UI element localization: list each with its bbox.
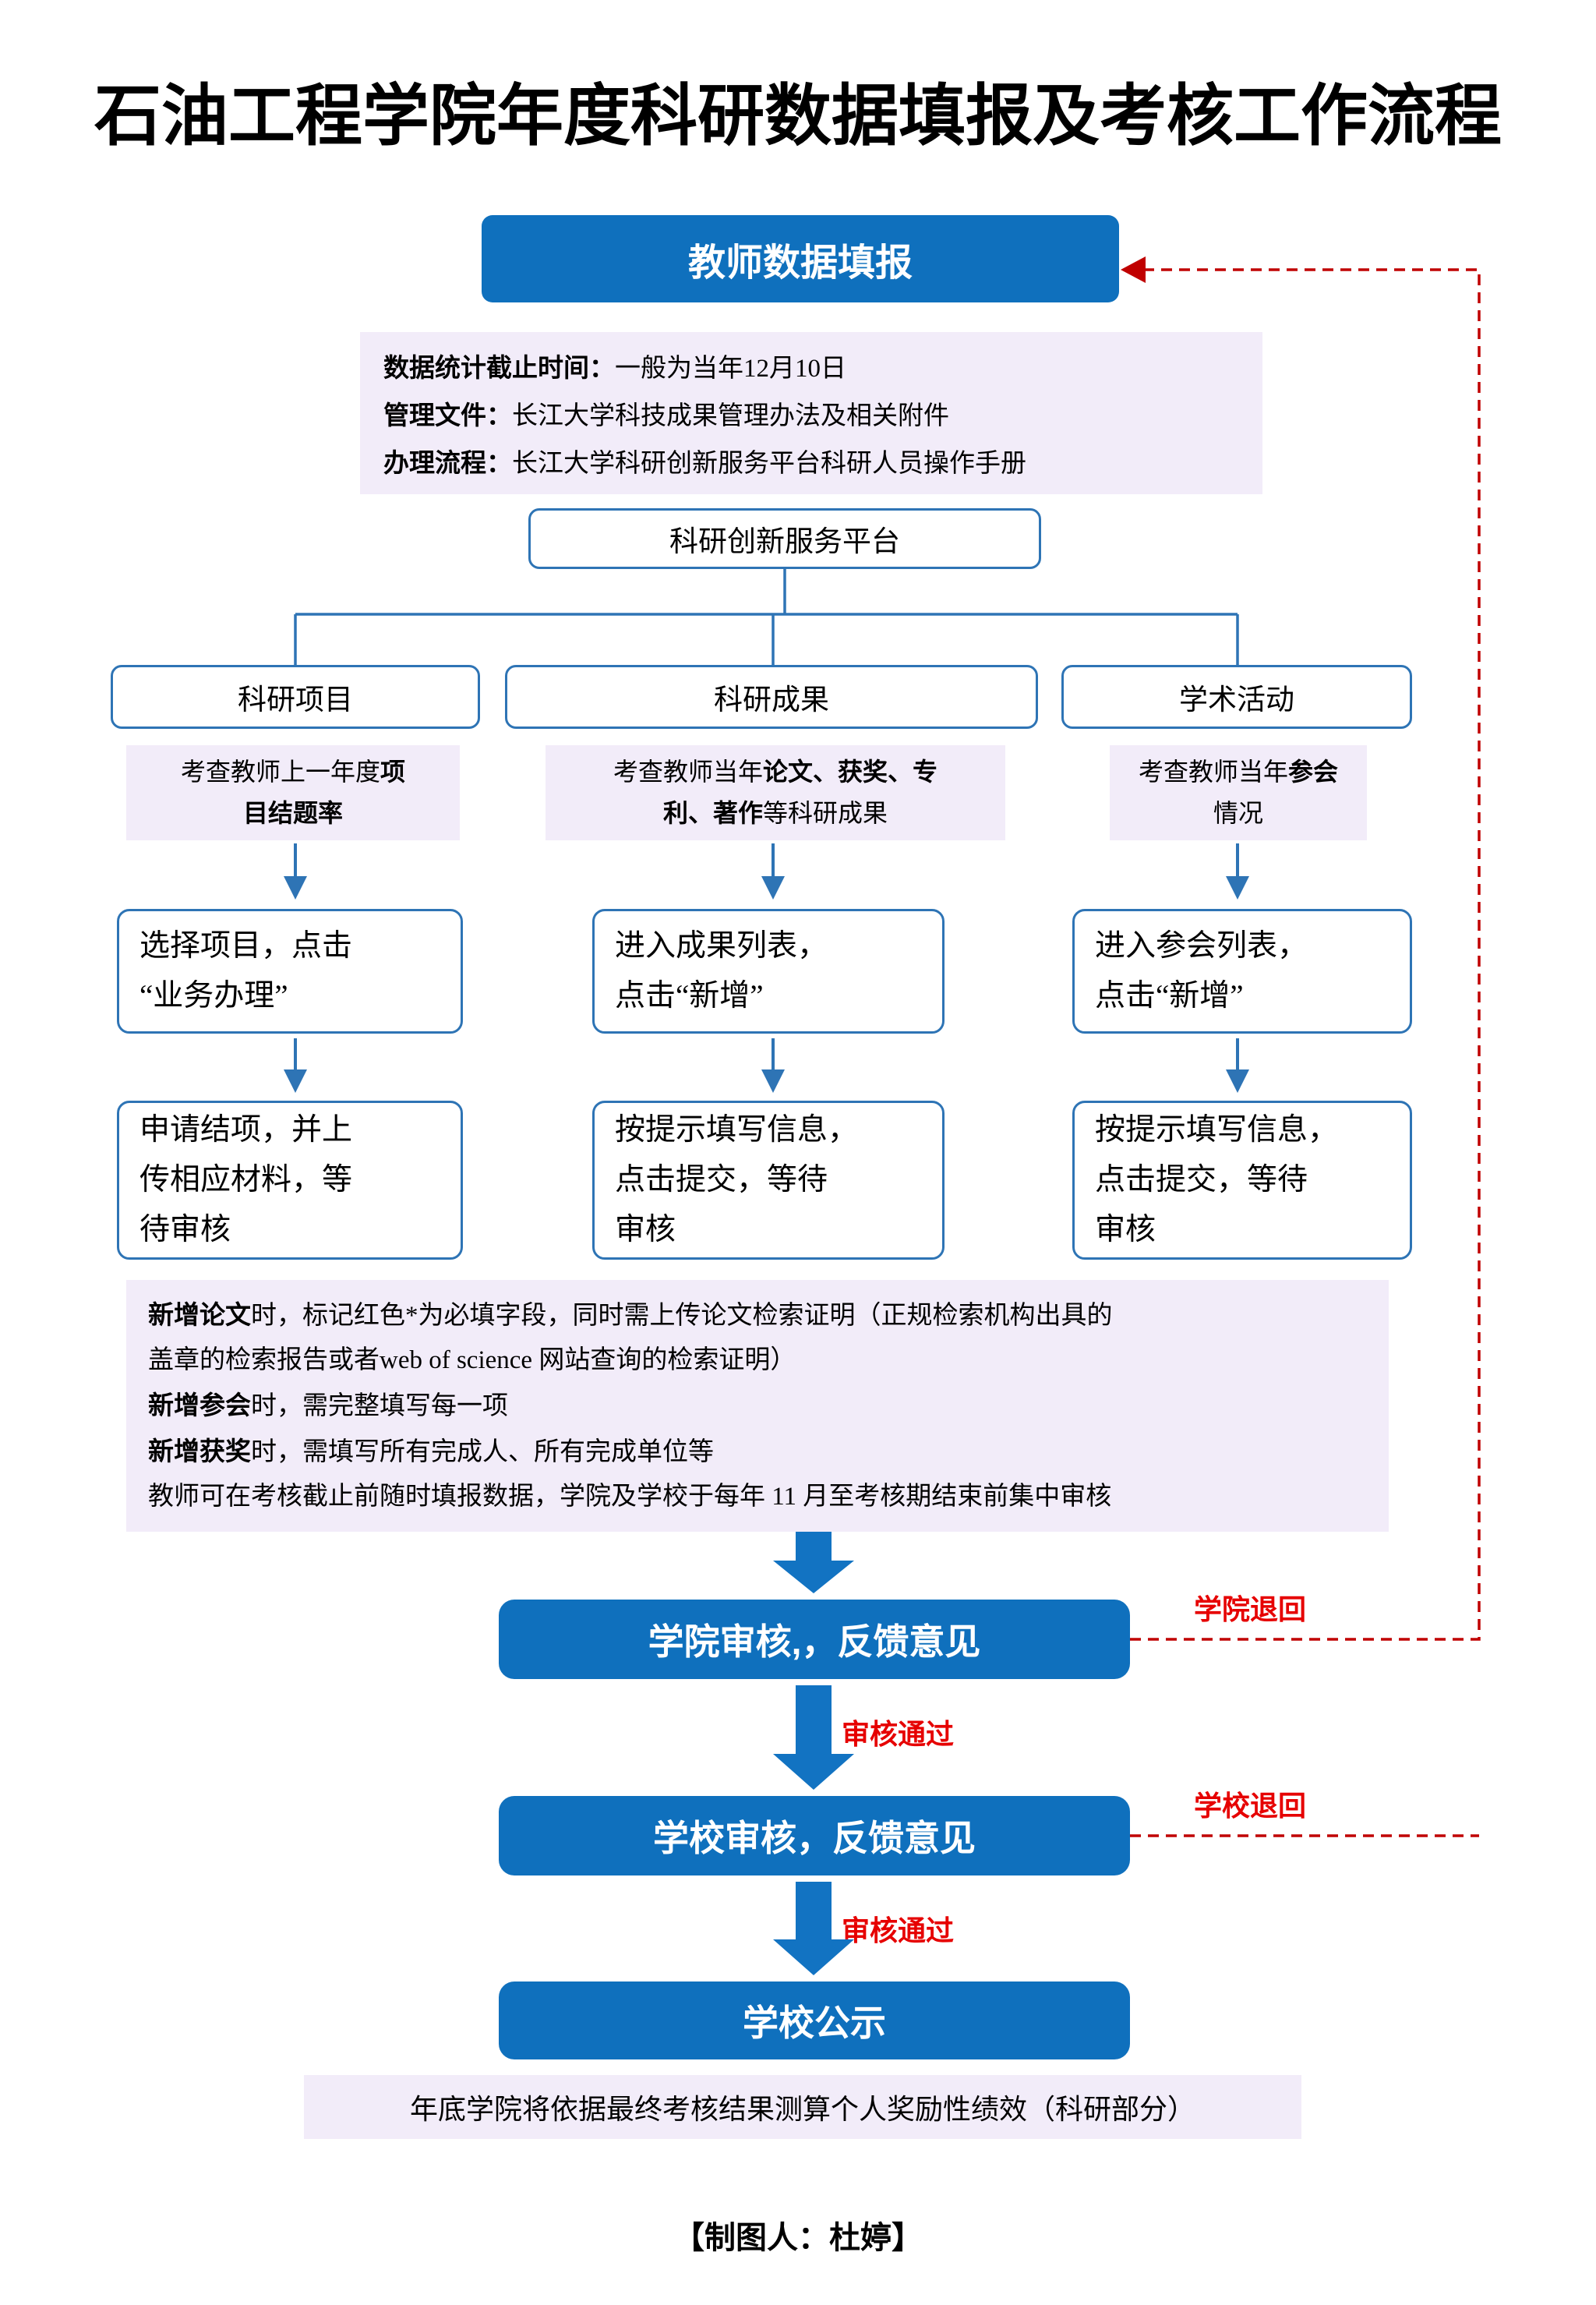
achievement-step1-box: 进入成果列表， 点击“新增” <box>592 909 945 1034</box>
info-value: 一般为当年12月10日 <box>615 355 846 383</box>
note-line: 新增论文时，标记红色*为必填字段，同时需上传论文检索证明（正规检索机构出具的 盖… <box>148 1300 1113 1374</box>
info-item-policy: 管理文件：长江大学科技成果管理办法及相关附件 <box>383 392 1262 440</box>
note-line: 新增参会时，需完整填写每一项 <box>148 1391 508 1420</box>
school-return-label: 学校退回 <box>1194 1791 1307 1822</box>
desc-activity: 考查教师当年参会 情况 <box>1110 745 1367 840</box>
achievement-step1-label: 进入成果列表， 点击“新增” <box>615 929 828 1013</box>
publicity-label: 学校公示 <box>743 2003 886 2043</box>
project-step1-label: 选择项目，点击 “业务办理” <box>139 929 353 1013</box>
result-note-label: 年底学院将依据最终考核结果测算个人奖励性绩效（科研部分） <box>409 2093 1195 2125</box>
info-value: 长江大学科研创新服务平台科研人员操作手册 <box>512 450 1026 478</box>
project-step2-label: 申请结项，并上 传相应材料，等 待审核 <box>139 1113 353 1246</box>
note-line: 新增获奖时，需填写所有完成人、所有完成单位等 <box>148 1437 714 1466</box>
publicity-box: 学校公示 <box>499 1982 1130 2059</box>
info-label: 数据统计截止时间： <box>383 353 615 382</box>
activity-step1-label: 进入参会列表， 点击“新增” <box>1095 929 1308 1013</box>
block-arrow-icon <box>773 1526 854 1593</box>
info-value: 长江大学科技成果管理办法及相关附件 <box>512 402 949 430</box>
branch-activity-box: 学术活动 <box>1061 665 1412 729</box>
project-step2-box: 申请结项，并上 传相应材料，等 待审核 <box>117 1101 463 1260</box>
info-label: 管理文件： <box>383 401 512 430</box>
note-line: 教师可在考核截止前随时填报数据，学院及学校于每年 11 月至考核期结束前集中审核 <box>148 1483 1112 1511</box>
platform-box: 科研创新服务平台 <box>528 508 1041 569</box>
desc-achievement: 考查教师当年论文、获奖、专 利、著作等科研成果 <box>546 745 1005 840</box>
college-return-label: 学院退回 <box>1194 1594 1307 1625</box>
college-review-label: 学院审核,，反馈意见 <box>648 1621 981 1662</box>
desc-project: 考查教师上一年度项 目结题率 <box>126 745 460 840</box>
result-panel: 年底学院将依据最终考核结果测算个人奖励性绩效（科研部分） <box>304 2075 1301 2139</box>
school-review-box: 学校审核，反馈意见 <box>499 1796 1130 1875</box>
achievement-step2-label: 按提示填写信息， 点击提交，等待 审核 <box>615 1113 859 1246</box>
info-item-procedure: 办理流程：长江大学科研创新服务平台科研人员操作手册 <box>383 440 1262 487</box>
achievement-step2-box: 按提示填写信息， 点击提交，等待 审核 <box>592 1101 945 1260</box>
footer-credit: 【制图人：杜婷】 <box>673 2221 923 2255</box>
activity-step2-box: 按提示填写信息， 点击提交，等待 审核 <box>1072 1101 1412 1260</box>
pass-label-2: 审核通过 <box>842 1915 955 1946</box>
teacher-data-entry-box: 教师数据填报 <box>482 215 1119 302</box>
note-panel: 新增论文时，标记红色*为必填字段，同时需上传论文检索证明（正规检索机构出具的 盖… <box>126 1280 1389 1532</box>
school-review-label: 学校审核，反馈意见 <box>653 1818 976 1858</box>
branch-achievement-box: 科研成果 <box>505 665 1038 729</box>
info-panel: 数据统计截止时间：一般为当年12月10日 管理文件：长江大学科技成果管理办法及相… <box>360 332 1262 494</box>
info-item-deadline: 数据统计截止时间：一般为当年12月10日 <box>383 345 1262 392</box>
branch-achievement-label: 科研成果 <box>714 684 829 716</box>
page-title: 石油工程学院年度科研数据填报及考核工作流程 <box>94 79 1502 154</box>
teacher-data-entry-label: 教师数据填报 <box>687 242 913 284</box>
college-review-box: 学院审核,，反馈意见 <box>499 1600 1130 1679</box>
platform-label: 科研创新服务平台 <box>669 526 900 558</box>
tree-connector <box>294 569 1239 665</box>
branch-activity-label: 学术活动 <box>1179 684 1294 716</box>
branch-project-box: 科研项目 <box>111 665 480 729</box>
info-label: 办理流程： <box>383 448 512 477</box>
return-arrowhead-icon <box>1121 256 1146 283</box>
project-step1-box: 选择项目，点击 “业务办理” <box>117 909 463 1034</box>
pass-label-1: 审核通过 <box>842 1719 955 1750</box>
branch-project-label: 科研项目 <box>238 684 353 716</box>
activity-step1-box: 进入参会列表， 点击“新增” <box>1072 909 1412 1034</box>
activity-step2-label: 按提示填写信息， 点击提交，等待 审核 <box>1095 1113 1339 1246</box>
